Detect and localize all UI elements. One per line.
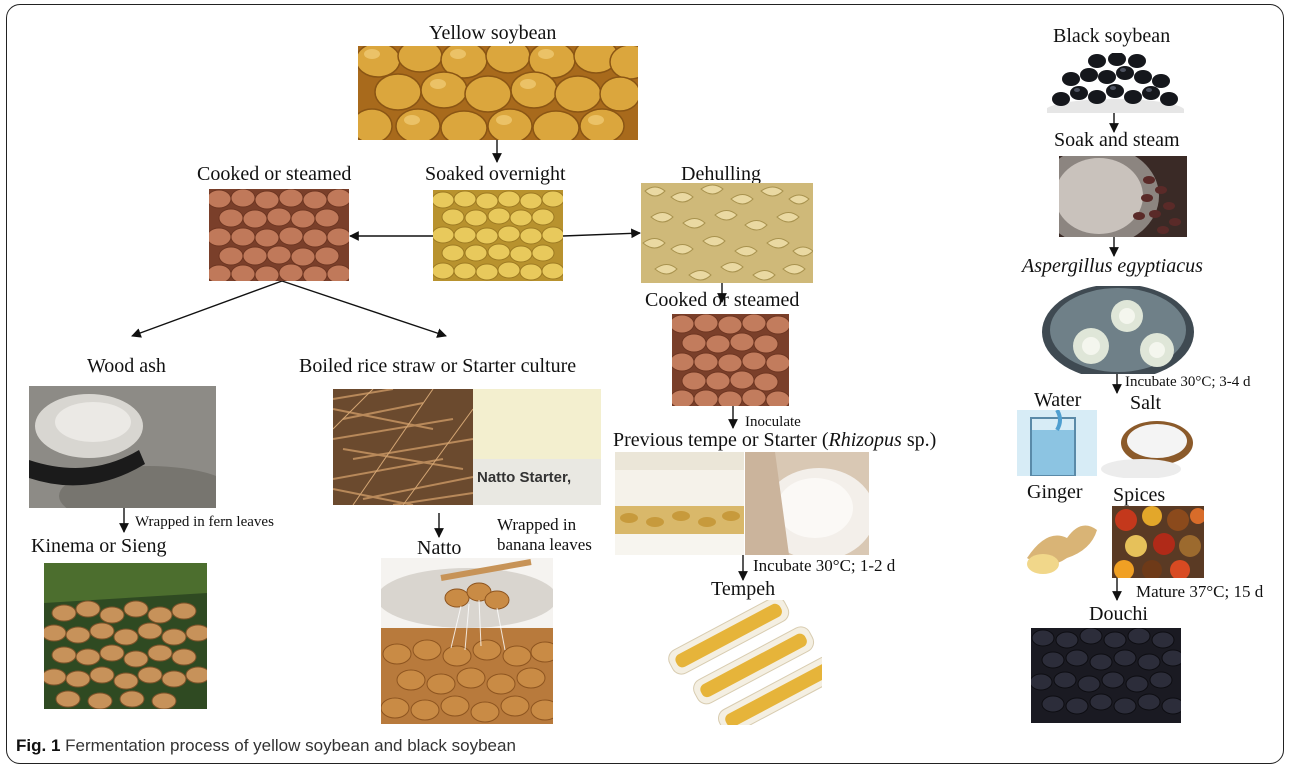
spices-label: Spices	[1113, 484, 1166, 506]
kinema-label: Kinema or Sieng	[31, 535, 167, 557]
wrapped-fern-label: Wrapped in fern leaves	[135, 514, 274, 530]
kinema-image	[44, 563, 207, 709]
tempeh-image	[668, 600, 822, 725]
douchi-label: Douchi	[1089, 603, 1148, 625]
soak-steam-image	[1059, 156, 1187, 237]
ginger-label: Ginger	[1027, 481, 1083, 503]
yellow-soybean-image	[358, 46, 638, 140]
cooked-steamed-left-label: Cooked or steamed	[197, 163, 352, 185]
previous-tempe-label: Previous tempe or Starter (Rhizopus sp.)	[613, 429, 937, 451]
ginger-image	[1017, 508, 1107, 580]
rice-straw-image	[333, 389, 473, 505]
cooked-steamed-center-label: Cooked or steamed	[645, 289, 800, 311]
arrow-cooked-to-woodash	[131, 280, 283, 338]
aspergillus-label: Aspergillus egyptiacus	[1022, 255, 1203, 277]
water-label: Water	[1034, 389, 1082, 411]
incubate-black-label: Incubate 30°C; 3-4 d	[1125, 374, 1251, 390]
figure-number: Fig. 1	[16, 736, 61, 755]
black-soybean-label: Black soybean	[1053, 25, 1171, 47]
arrow-cooked-to-ricestraw	[281, 280, 447, 338]
black-soybean-image	[1047, 53, 1184, 113]
wrapped-banana-label-1: Wrapped in	[497, 515, 577, 534]
previous-tempe-image	[615, 452, 744, 555]
cooked-soybean-left-image	[209, 189, 349, 281]
natto-starter-package-text: Natto Starter,	[477, 469, 572, 486]
yellow-soybean-label: Yellow soybean	[429, 22, 557, 44]
mature-label: Mature 37°C; 15 d	[1136, 582, 1264, 601]
dehulled-soybean-image	[641, 183, 813, 283]
salt-label: Salt	[1130, 392, 1162, 414]
inoculate-label: Inoculate	[745, 414, 801, 430]
figure-frame	[6, 4, 1284, 764]
natto-starter-image: Natto Starter,	[473, 389, 601, 505]
natto-image	[381, 558, 553, 724]
soaked-overnight-label: Soaked overnight	[425, 163, 566, 185]
water-image	[1017, 410, 1097, 476]
rhizopus-starter-image	[745, 452, 869, 555]
spices-image	[1112, 506, 1204, 578]
wood-ash-image	[29, 386, 216, 508]
dehulling-label: Dehulling	[681, 163, 761, 185]
salt-image	[1101, 413, 1195, 478]
wrapped-banana-label-2: banana leaves	[497, 535, 592, 554]
natto-label: Natto	[417, 537, 462, 559]
figure-caption-text: Fermentation process of yellow soybean a…	[65, 736, 516, 755]
douchi-image	[1031, 628, 1181, 723]
cooked-soybean-center-image	[672, 314, 789, 406]
figure-caption: Fig. 1 Fermentation process of yellow so…	[16, 736, 516, 756]
wood-ash-label: Wood ash	[87, 355, 166, 377]
boiled-rice-straw-label: Boiled rice straw or Starter culture	[299, 355, 577, 377]
incubate-tempeh-label: Incubate 30°C; 1-2 d	[753, 556, 896, 575]
tempeh-label: Tempeh	[711, 578, 776, 600]
arrow-soaked-to-dehulling	[562, 228, 641, 239]
aspergillus-plate-image	[1041, 286, 1195, 374]
soaked-soybean-image	[433, 190, 563, 281]
soak-and-steam-label: Soak and steam	[1054, 129, 1180, 151]
